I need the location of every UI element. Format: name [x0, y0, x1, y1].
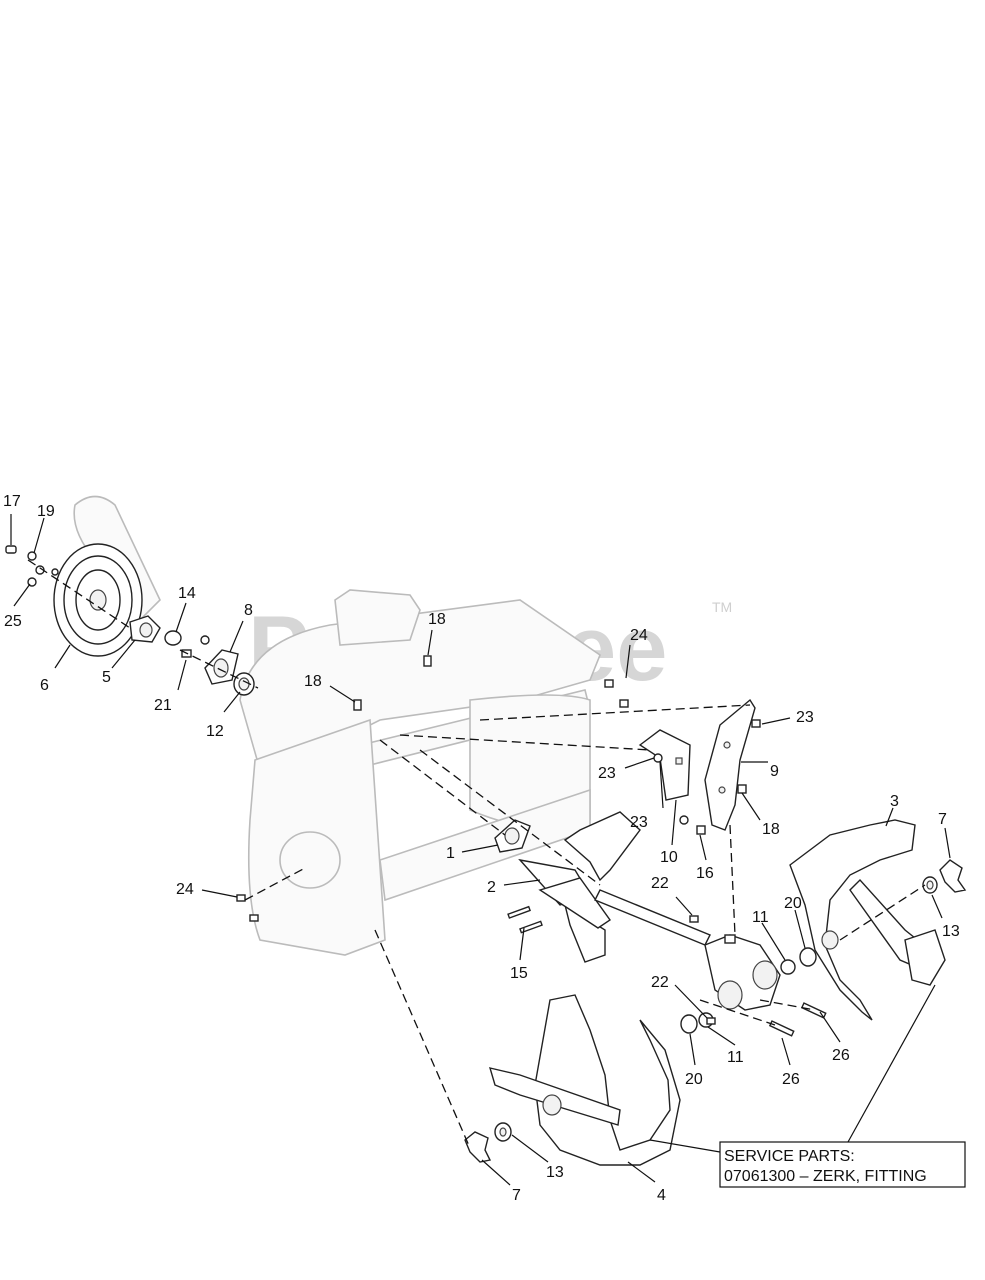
- callout: 23: [598, 765, 616, 782]
- callout: 20: [685, 1071, 703, 1088]
- gearbox: [704, 934, 781, 1011]
- shear-pin-15b: [519, 920, 543, 934]
- bearing-12: [233, 672, 255, 696]
- leader-lines: [10, 514, 951, 1186]
- callout: 20: [784, 895, 802, 912]
- bolt-16: [696, 825, 706, 835]
- callout: 10: [660, 849, 678, 866]
- callout: 13: [546, 1164, 564, 1181]
- screw-18-left: [353, 699, 362, 711]
- washer-20-right: [799, 947, 817, 967]
- callout: 5: [102, 669, 111, 686]
- screw-18-top: [423, 655, 432, 667]
- pulley: [53, 543, 143, 657]
- bolt-26-a: [768, 1020, 795, 1037]
- nut-23: [653, 753, 663, 763]
- nut-10: [679, 815, 689, 825]
- callout: 1: [446, 845, 455, 862]
- callout: 18: [428, 611, 446, 628]
- watermark-tm: TM: [712, 599, 732, 615]
- callout: 26: [832, 1047, 850, 1064]
- bolt-23-right: [751, 719, 761, 728]
- callout-labels: 17 19 25 6 5 14 8 21 12 18 18 24 23 23 9…: [3, 493, 960, 1204]
- callout: 8: [244, 602, 253, 619]
- callout: 11: [752, 909, 769, 926]
- auger-right-3: [789, 819, 946, 1021]
- shear-pin-15: [507, 905, 531, 919]
- callout: 25: [4, 613, 22, 630]
- auger-left-4: [488, 994, 681, 1166]
- washer-20-left: [680, 1014, 698, 1034]
- callout: 12: [206, 723, 224, 740]
- callout: 14: [178, 585, 196, 602]
- callout: 2: [487, 879, 496, 896]
- nut: [200, 635, 210, 645]
- bracket-10: [638, 729, 691, 801]
- auger-housing: [239, 589, 601, 956]
- screw-24-a: [604, 679, 614, 688]
- ring-11-right: [780, 959, 796, 975]
- callout: 21: [154, 697, 172, 714]
- zerk-22: [706, 1017, 716, 1025]
- hub-7-right: [922, 859, 967, 894]
- callout: 15: [510, 965, 528, 982]
- callout: 22: [651, 974, 669, 991]
- callout: 18: [762, 821, 780, 838]
- spacer: [164, 630, 182, 646]
- callout: 24: [630, 627, 648, 644]
- bearing-housing: [129, 615, 161, 643]
- callout: 23: [630, 814, 648, 831]
- callout: 3: [890, 793, 899, 810]
- impeller-2: [518, 811, 641, 963]
- callout: 11: [727, 1049, 744, 1066]
- callout: 24: [176, 881, 194, 898]
- flange-8: [204, 649, 239, 685]
- callout: 9: [770, 763, 779, 780]
- bolt-26-b: [800, 1002, 827, 1019]
- screw-24-b: [619, 699, 629, 708]
- bearing-plate-1: [494, 819, 531, 853]
- screw-24-left-b: [249, 914, 259, 922]
- callout: 6: [40, 677, 49, 694]
- nut-18-right: [737, 784, 747, 794]
- screw-24-left-a: [236, 894, 246, 902]
- zerk-22-top: [689, 915, 699, 923]
- callout: 26: [782, 1071, 800, 1088]
- callout: 18: [304, 673, 322, 690]
- callout: 4: [657, 1187, 666, 1204]
- alignment-lines: [27, 559, 926, 1149]
- bracket-9: [704, 698, 756, 831]
- callout: 17: [3, 493, 21, 510]
- callout: 19: [37, 503, 55, 520]
- callout: 13: [942, 923, 960, 940]
- service-parts-item: 07061300 – ZERK, FITTING: [724, 1168, 927, 1185]
- service-parts-heading: SERVICE PARTS:: [724, 1148, 855, 1165]
- callout: 7: [938, 811, 947, 828]
- callout: 16: [696, 865, 714, 882]
- service-parts-box: SERVICE PARTS: 07061300 – ZERK, FITTING: [719, 1141, 966, 1188]
- pulley-hardware: [5, 545, 59, 587]
- callout: 7: [512, 1187, 521, 1204]
- callout: 23: [796, 709, 814, 726]
- callout: 22: [651, 875, 669, 892]
- hub-7-left: [464, 1122, 512, 1163]
